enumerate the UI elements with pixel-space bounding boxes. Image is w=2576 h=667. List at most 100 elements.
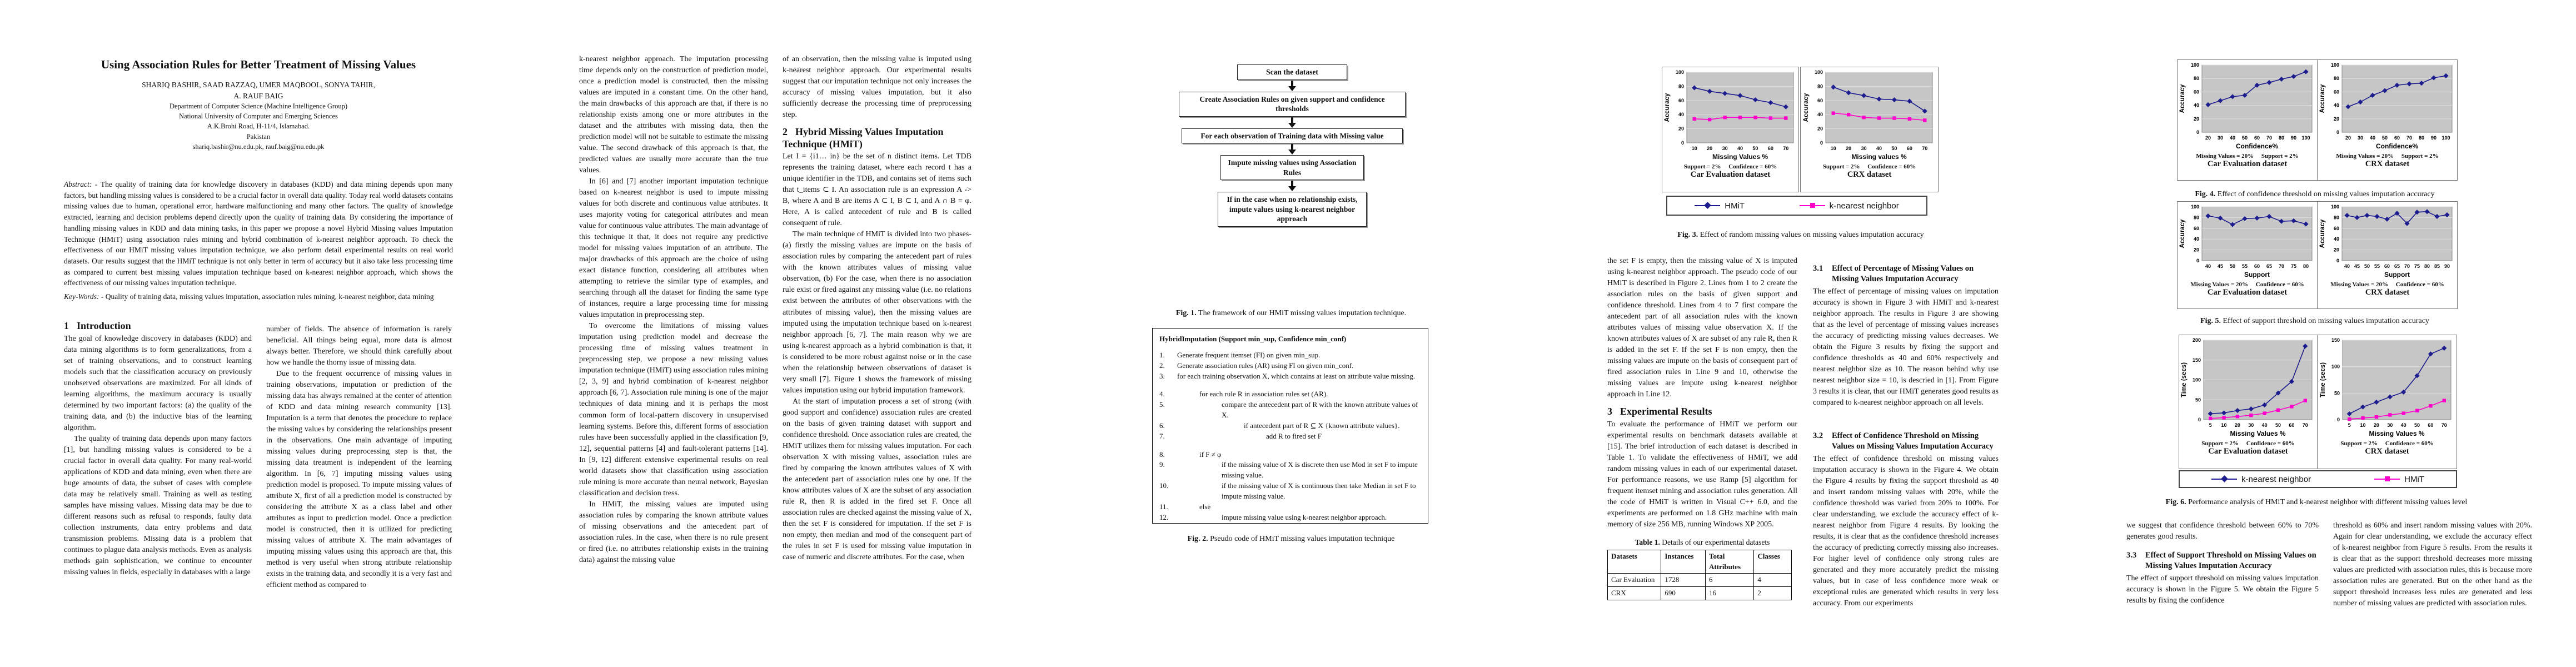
svg-text:50: 50: [2242, 135, 2248, 141]
paragraph: threshold as 60% and insert random missi…: [2333, 521, 2532, 608]
svg-text:40: 40: [1737, 146, 1743, 151]
paragraph: At the start of imputation process a set…: [783, 397, 971, 561]
chart-dataset-name: Car Evaluation dataset: [1690, 170, 1771, 179]
flowchart-step-1: Scan the dataset: [1237, 64, 1347, 80]
body-column-8: we suggest that confidence threshold bet…: [2126, 520, 2319, 606]
pseudocode-line: 8.if F ≠ φ: [1159, 450, 1421, 460]
svg-text:65: 65: [2394, 263, 2400, 269]
line-text: if the missing value of X is discrete th…: [1222, 460, 1418, 480]
line-text: compare the antecedent part of R with th…: [1222, 400, 1418, 420]
svg-text:Support: Support: [2384, 271, 2410, 278]
authors-line-2: A. RAUF BAIG: [233, 91, 283, 100]
paragraph: k-nearest neighbor approach. The imputat…: [579, 55, 768, 175]
svg-text:10: 10: [2221, 422, 2227, 428]
author-emails: shariq.bashir@nu.edu.pk, rauf.baig@nu.ed…: [192, 142, 325, 151]
svg-text:Accuracy: Accuracy: [1803, 93, 1810, 122]
svg-text:70: 70: [1922, 146, 1927, 151]
affiliation-country: Pakistan: [246, 132, 271, 141]
intro-column-2: number of fields. The absence of informa…: [266, 324, 452, 591]
title-block: Using Association Rules for Better Treat…: [64, 58, 453, 152]
svg-text:5: 5: [2209, 422, 2212, 428]
svg-text:0: 0: [2336, 130, 2339, 135]
paragraph: The effect of support threshold on missi…: [2126, 574, 2319, 605]
svg-text:60: 60: [1678, 98, 1684, 103]
line-number: 5.: [1159, 400, 1165, 409]
svg-text:10: 10: [1831, 146, 1836, 151]
svg-text:75: 75: [2291, 263, 2296, 269]
svg-text:40: 40: [2230, 135, 2235, 141]
paragraph: In [6] and [7] another important imputat…: [579, 177, 768, 320]
line-text: Generate frequent itemset (FI) on given …: [1177, 350, 1321, 359]
svg-text:Time (secs): Time (secs): [2181, 362, 2188, 397]
svg-text:20: 20: [2235, 422, 2240, 428]
flow-arrow-icon: [1288, 143, 1297, 155]
svg-text:60: 60: [2254, 135, 2260, 141]
paragraph: we suggest that confidence threshold bet…: [2126, 521, 2319, 541]
svg-text:70: 70: [2266, 135, 2272, 141]
table-1-caption: Table 1. Details of our experimental dat…: [1635, 537, 1770, 546]
svg-text:70: 70: [2406, 135, 2412, 141]
line-number: 6.: [1159, 421, 1165, 430]
affiliation-address: A.K.Brohi Road, H-11/4, Islamabad.: [207, 122, 310, 131]
chart-dataset-name: Car Evaluation dataset: [2207, 288, 2288, 297]
col4-paragraphs: Let I = {i1… in} be the set of n distinc…: [783, 151, 971, 563]
svg-text:Time (secs): Time (secs): [2320, 362, 2326, 397]
col6-paragraphs-2: To evaluate the performance of HMiT we p…: [1607, 419, 1797, 530]
section-3-2-paragraphs: The effect of confidence threshold on mi…: [1813, 454, 1999, 609]
svg-text:90: 90: [2444, 263, 2450, 269]
svg-text:Accuracy: Accuracy: [2319, 84, 2326, 113]
svg-text:20: 20: [2205, 135, 2211, 141]
svg-text:80: 80: [2303, 263, 2309, 269]
pseudocode-line: 9.if the missing value of X is discrete …: [1159, 460, 1421, 481]
figure-4-caption: Fig. 4. Effect of confidence threshold o…: [2195, 190, 2435, 198]
body-column-9: threshold as 60% and insert random missi…: [2333, 520, 2532, 609]
intro-col2-paragraphs: number of fields. The absence of informa…: [266, 324, 452, 591]
svg-text:60: 60: [1768, 146, 1773, 151]
legend-item: k-nearest neighbor: [2211, 475, 2311, 484]
svg-text:80: 80: [2334, 76, 2339, 81]
figure-3-legend: HMiT k-nearest neighbor: [1666, 196, 1927, 216]
flowchart-step-4: Impute missing values using Association …: [1220, 155, 1364, 181]
svg-text:60: 60: [1817, 98, 1823, 103]
diamond-marker-icon: [2221, 475, 2228, 482]
svg-text:30: 30: [2248, 422, 2254, 428]
pseudocode-line: 5. compare the antecedent part of R with …: [1159, 400, 1421, 421]
paragraph: To overcome the limitations of missing v…: [579, 322, 768, 497]
svg-text:30: 30: [1722, 146, 1728, 151]
affiliation-department: Department of Computer Science (Machine …: [169, 102, 348, 111]
chart-params: Support = 2% Confidence = 60%: [1822, 163, 1916, 170]
legend-line-icon: [2211, 475, 2238, 482]
svg-text:100: 100: [2331, 204, 2339, 210]
legend-item: k-nearest neighbor: [1799, 201, 1899, 211]
svg-text:80: 80: [2194, 215, 2199, 220]
pseudocode-lines: 1.Generate frequent itemset (FI) on give…: [1159, 350, 1421, 523]
svg-text:80: 80: [2194, 76, 2199, 81]
svg-text:0: 0: [2198, 417, 2201, 422]
svg-text:20: 20: [2334, 116, 2339, 122]
line-number: 4.: [1159, 390, 1165, 399]
svg-text:40: 40: [2334, 236, 2339, 242]
figure-1-caption: Fig. 1. The framework of our HMiT missin…: [1175, 309, 1407, 317]
table-1: Datasets Instances Total Attributes Clas…: [1607, 550, 1792, 600]
svg-text:40: 40: [2344, 263, 2350, 269]
svg-text:40: 40: [2370, 135, 2375, 141]
svg-text:40: 40: [2401, 422, 2406, 428]
svg-text:Missing Values %: Missing Values %: [2230, 430, 2285, 437]
svg-text:Accuracy: Accuracy: [2179, 84, 2186, 113]
svg-text:40: 40: [2194, 103, 2199, 108]
svg-text:50: 50: [2275, 422, 2281, 428]
svg-text:65: 65: [2266, 263, 2272, 269]
svg-text:Accuracy: Accuracy: [1664, 93, 1671, 122]
keywords-label: Key-Words: -: [64, 292, 104, 301]
svg-text:10: 10: [2360, 422, 2366, 428]
body-column-6: the set F is empty, then the missing val…: [1607, 256, 1797, 600]
svg-text:0: 0: [1820, 140, 1823, 146]
paragraph: Due to the frequent occurrence of missin…: [266, 370, 452, 590]
col6-paragraphs: the set F is empty, then the missing val…: [1607, 256, 1797, 400]
pseudocode-line: 7.add R to fired set F: [1159, 431, 1421, 442]
